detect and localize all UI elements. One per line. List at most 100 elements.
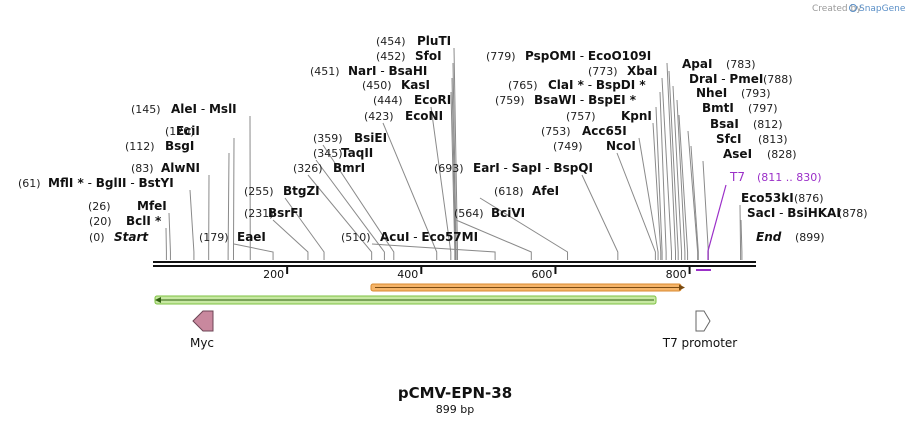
enzyme-separator: - xyxy=(584,78,596,92)
site-label: (773)XbaI xyxy=(588,64,657,78)
snapgene-logo-icon xyxy=(849,4,857,12)
site-position: (345) xyxy=(313,147,343,160)
site-label: (61)MflI * - BglII - BstYI xyxy=(18,176,174,190)
site-label: (120)EciI xyxy=(165,124,200,138)
enzyme-name: EaeI xyxy=(237,230,266,244)
site-label: (326)BmrI xyxy=(293,161,365,175)
methylation-star-icon: * xyxy=(151,214,162,228)
site-label: (812)BsaI xyxy=(710,117,783,131)
site-enzyme-names: BclI * xyxy=(126,214,162,228)
site-position: (450) xyxy=(362,79,392,92)
site-label: (26)MfeI xyxy=(88,199,167,213)
site-label: (828)AseI xyxy=(723,147,797,161)
site-enzyme-names: BmrI xyxy=(333,161,365,175)
site-position: (145) xyxy=(131,103,161,116)
site-label: (423)EcoNI xyxy=(364,109,443,123)
site-enzyme-names: BtgZI xyxy=(283,184,320,198)
site-connector-line xyxy=(168,212,171,260)
enzyme-separator: - xyxy=(409,230,421,244)
enzyme-name: NheI xyxy=(696,86,727,100)
site-enzyme-names: KasI xyxy=(401,78,430,92)
site-lines xyxy=(165,47,743,260)
end-label: End (899) xyxy=(756,230,825,244)
enzyme-name: SfcI xyxy=(716,132,741,146)
site-enzyme-names: EcoNI xyxy=(405,109,443,123)
enzyme-name: SapI xyxy=(512,161,542,175)
enzyme-name: BmtI xyxy=(702,101,734,115)
site-position: (510) xyxy=(341,231,371,244)
enzyme-name: BclI xyxy=(126,214,151,228)
site-label: (255)BtgZI xyxy=(244,184,320,198)
enzyme-name: AlwNI xyxy=(161,161,200,175)
enzyme-separator: - xyxy=(500,161,512,175)
site-label: (793) NheI xyxy=(696,86,771,100)
site-enzyme-names: AfeI xyxy=(532,184,559,198)
enzyme-name: BtgZI xyxy=(283,184,320,198)
site-enzyme-names: PspOMI - EcoO109I xyxy=(525,49,651,63)
site-enzyme-names: EaeI xyxy=(237,230,266,244)
enzyme-name: BsrFI xyxy=(268,206,303,220)
site-enzyme-names: EciI xyxy=(176,124,200,138)
site-label: (759)BsaWI - BspEI * xyxy=(495,93,637,107)
enzyme-name: EcoNI xyxy=(405,109,443,123)
site-enzyme-names: MflI * - BglII - BstYI xyxy=(48,176,174,190)
site-connector-line xyxy=(678,114,689,260)
site-enzyme-names: BsaI xyxy=(710,117,739,131)
enzyme-name: ApaI xyxy=(682,57,712,71)
enzyme-separator: - xyxy=(541,161,553,175)
site-enzyme-names: SacI - BsiHKAI xyxy=(747,206,841,220)
enzyme-name: DraI xyxy=(689,72,717,86)
ruler-tick-label: 600 xyxy=(531,268,552,281)
enzyme-name: TaqII xyxy=(341,146,373,160)
site-position: (618) xyxy=(494,185,524,198)
enzyme-name: EciI xyxy=(176,124,200,138)
enzyme-name: BmrI xyxy=(333,161,365,175)
site-connector-line xyxy=(616,152,656,260)
site-position: (359) xyxy=(313,132,343,145)
site-label: (878)SacI - BsiHKAI xyxy=(747,206,868,220)
site-label: (765)ClaI * - BspDI * xyxy=(508,78,646,92)
snapgene-brand: SnapGene xyxy=(859,4,906,14)
enzyme-name: AleI xyxy=(171,102,197,116)
site-label: (179)EaeI xyxy=(199,230,266,244)
enzyme-name: Acc65I xyxy=(582,124,627,138)
enzyme-name: Eco53kI xyxy=(741,191,794,205)
t7-primer-connector xyxy=(707,184,727,260)
site-position: (120) xyxy=(165,125,195,138)
site-connector-line xyxy=(450,91,456,260)
site-position: (753) xyxy=(541,125,571,138)
site-position: (797) xyxy=(748,102,778,115)
enzyme-separator: - xyxy=(127,176,139,190)
enzyme-name: BsgI xyxy=(165,139,194,153)
site-label: (231)BsrFI xyxy=(244,206,303,220)
site-connector-line xyxy=(668,70,679,260)
enzyme-separator: - xyxy=(576,49,588,63)
orange-feature-bar xyxy=(370,283,685,292)
t7-primer-range: (811 .. 830) xyxy=(757,171,822,184)
enzyme-name: BsaWI xyxy=(534,93,576,107)
enzyme-name: NarI xyxy=(348,64,377,78)
site-position: (876) xyxy=(794,192,824,205)
t7-promoter-label: T7 promoter xyxy=(662,336,738,350)
site-enzyme-names: SfcI xyxy=(716,132,741,146)
enzyme-name: PspOMI xyxy=(525,49,576,63)
plasmid-length: 899 bp xyxy=(436,403,474,416)
site-enzyme-names: EcoRI xyxy=(414,93,451,107)
site-label: (564)BciVI xyxy=(454,206,525,220)
site-enzyme-names: AcuI - Eco57MI xyxy=(380,230,478,244)
site-position: (452) xyxy=(376,50,406,63)
methylation-star-icon: * xyxy=(635,78,646,92)
site-label: (618) AfeI xyxy=(494,184,559,198)
methylation-star-icon: * xyxy=(73,176,84,190)
ruler-tick-label: 200 xyxy=(263,268,284,281)
site-enzyme-names: AleI - MslI xyxy=(171,102,237,116)
site-position: (788) xyxy=(763,73,793,86)
site-label: (749)NcoI xyxy=(553,139,636,153)
site-position: (793) xyxy=(741,87,771,100)
map-title: pCMV-EPN-38 899 bp xyxy=(398,384,512,416)
site-position: (83) xyxy=(131,162,154,175)
site-connector-line xyxy=(227,152,230,260)
site-position: (757) xyxy=(566,110,596,123)
site-enzyme-names: BsgI xyxy=(165,139,194,153)
